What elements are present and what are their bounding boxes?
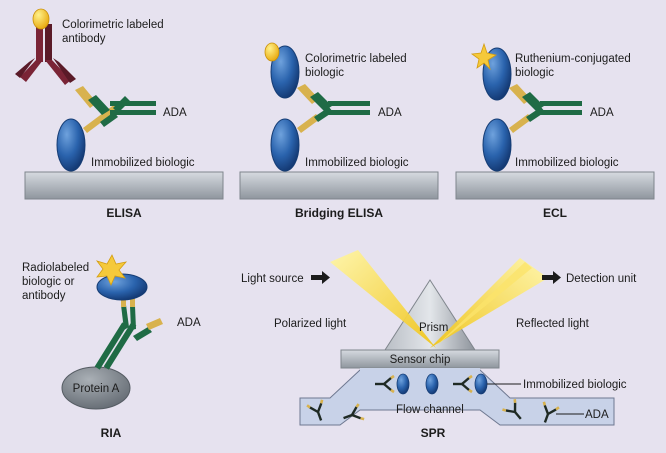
ria-label-line1: Radiolabeled xyxy=(22,262,89,274)
bridging-label-biologic-line2: biologic xyxy=(305,67,344,79)
ecl-immobilized-biologic xyxy=(482,118,512,172)
elisa-title: ELISA xyxy=(106,206,142,220)
elisa-labeled-antibody xyxy=(15,24,76,85)
spr-detection-arrow-icon xyxy=(542,271,561,284)
ria-protein-a-label: Protein A xyxy=(73,383,120,395)
ecl-immobilized-label: Immobilized biologic xyxy=(515,157,619,169)
elisa-immobilized-label: Immobilized biologic xyxy=(91,157,195,169)
bridging-title: Bridging ELISA xyxy=(295,206,383,220)
bridging-immobilized-label: Immobilized biologic xyxy=(305,157,409,169)
spr-detection-unit-label: Detection unit xyxy=(566,273,637,285)
spr-flow-channel-label: Flow channel xyxy=(396,404,464,416)
spr-biologic-1 xyxy=(396,373,410,395)
ecl-ada-label: ADA xyxy=(590,107,614,119)
ecl-plate xyxy=(455,171,655,200)
elisa-label-antibody-line1: Colorimetric labeled xyxy=(62,19,164,31)
ecl-ruthenium-star-icon xyxy=(470,42,498,71)
bridging-immobilized-biologic xyxy=(270,118,300,172)
spr-reflected-light-label: Reflected light xyxy=(516,318,590,330)
elisa-label-antibody-line2: antibody xyxy=(62,33,106,45)
elisa-immobilized-biologic xyxy=(56,118,86,172)
spr-title: SPR xyxy=(421,426,446,440)
bridging-panel: Colorimetric labeled biologic ADA Immobi… xyxy=(239,42,439,220)
spr-polarized-beam xyxy=(330,250,436,348)
elisa-ada-label: ADA xyxy=(163,107,187,119)
spr-panel: Light source Detection unit Polarized li… xyxy=(241,250,637,440)
ria-ada-antibody xyxy=(94,293,163,370)
bridging-plate xyxy=(239,171,439,200)
bridging-label-biologic-line1: Colorimetric labeled xyxy=(305,53,407,65)
ria-label-line3: antibody xyxy=(22,290,66,302)
elisa-ada-antibody xyxy=(75,86,156,133)
ecl-ada-antibody xyxy=(509,84,582,133)
ecl-label-ruthenium-line2: biologic xyxy=(515,67,554,79)
ecl-label-ruthenium-line1: Ruthenium-conjugated xyxy=(515,53,631,65)
spr-light-source-label: Light source xyxy=(241,273,304,285)
ria-label-line2: biologic or xyxy=(22,276,75,288)
ria-radiolabel-star-icon xyxy=(95,254,128,286)
ecl-title: ECL xyxy=(543,206,567,220)
spr-reflected-beam xyxy=(430,258,548,348)
spr-immobilized-label: Immobilized biologic xyxy=(523,379,627,391)
ecl-panel: Ruthenium-conjugated biologic ADA Immobi… xyxy=(455,42,655,220)
spr-sensor-chip-label: Sensor chip xyxy=(390,354,451,366)
ecl-ruthenium-biologic xyxy=(482,47,512,101)
bridging-colorimetric-label xyxy=(264,42,280,62)
spr-biologic-3 xyxy=(474,373,488,395)
elisa-colorimetric-label xyxy=(32,8,50,30)
bridging-ada-label: ADA xyxy=(378,107,402,119)
spr-prism-label: Prism xyxy=(419,322,448,334)
spr-biologic-2 xyxy=(425,373,439,395)
ria-radiolabeled-biologic xyxy=(96,273,148,301)
ria-title: RIA xyxy=(101,426,122,440)
ria-ada-label: ADA xyxy=(177,317,201,329)
bridging-ada-antibody xyxy=(297,84,370,133)
bridging-labeled-biologic xyxy=(270,45,300,99)
elisa-plate xyxy=(24,171,224,200)
spr-polarized-light-label: Polarized light xyxy=(274,318,347,330)
spr-light-source-arrow-icon xyxy=(311,271,330,284)
ria-panel: Radiolabeled biologic or antibody ADA Pr… xyxy=(22,254,201,440)
spr-ada-label: ADA xyxy=(585,409,609,421)
elisa-panel: Colorimetric labeled antibody ADA Immobi… xyxy=(15,8,224,220)
